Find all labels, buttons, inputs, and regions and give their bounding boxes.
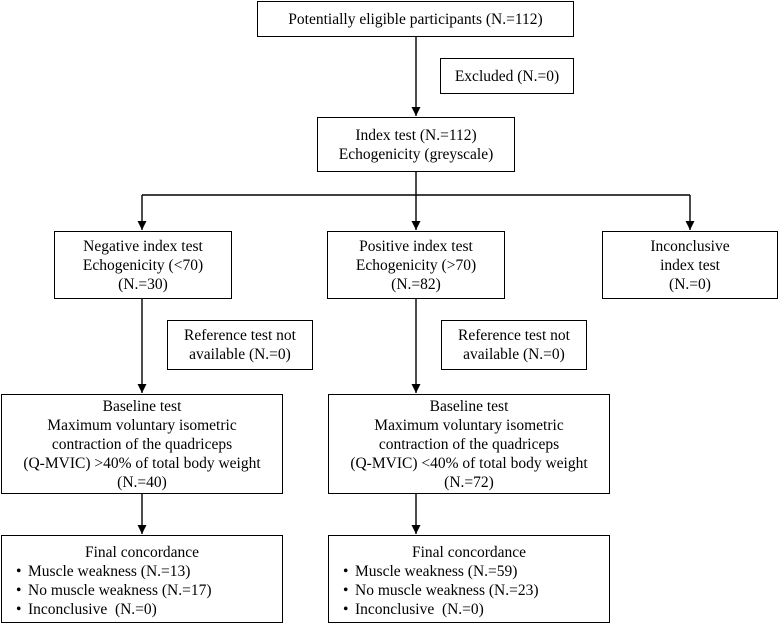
negative-index-box: Negative index test Echogenicity (<70) (… bbox=[54, 231, 232, 299]
baseline-left-line: Baseline test bbox=[102, 397, 182, 415]
baseline-right-line: contraction of the quadriceps bbox=[378, 435, 560, 453]
inconclusive-line: (N.=0) bbox=[669, 275, 711, 293]
inconclusive-line: index test bbox=[660, 256, 720, 274]
final-right-list: Muscle weakness (N.=59) No muscle weakne… bbox=[329, 562, 539, 619]
baseline-left-line: Maximum voluntary isometric bbox=[47, 416, 237, 434]
final-left-item: Inconclusive (N.=0) bbox=[18, 600, 212, 619]
baseline-right-line: (Q-MVIC) <40% of total body weight bbox=[350, 454, 588, 472]
negative-line: (N.=30) bbox=[118, 275, 168, 293]
final-concordance-right-box: Final concordance Muscle weakness (N.=59… bbox=[328, 535, 610, 623]
excluded-text: Excluded (N.=0) bbox=[454, 67, 560, 85]
baseline-left-line: (Q-MVIC) >40% of total body weight bbox=[23, 454, 261, 472]
positive-index-box: Positive index test Echogenicity (>70) (… bbox=[327, 231, 505, 299]
final-right-title: Final concordance bbox=[411, 544, 527, 561]
baseline-right-line: Baseline test bbox=[429, 397, 509, 415]
final-left-item: Muscle weakness (N.=13) bbox=[18, 562, 212, 581]
reference-right-box: Reference test not available (N.=0) bbox=[441, 320, 587, 370]
baseline-right-line: Maximum voluntary isometric bbox=[374, 416, 564, 434]
index-test-line: Index test (N.=112) bbox=[355, 126, 477, 144]
reference-left-line: Reference test not bbox=[184, 327, 296, 344]
positive-line: Echogenicity (>70) bbox=[355, 256, 477, 274]
excluded-box: Excluded (N.=0) bbox=[440, 58, 574, 94]
positive-line: (N.=82) bbox=[391, 275, 441, 293]
index-test-line: Echogenicity (greyscale) bbox=[338, 145, 494, 163]
positive-line: Positive index test bbox=[359, 237, 473, 255]
baseline-right-box: Baseline test Maximum voluntary isometri… bbox=[328, 394, 610, 494]
eligible-text: Potentially eligible participants (N.=11… bbox=[288, 10, 543, 28]
final-left-list: Muscle weakness (N.=13) No muscle weakne… bbox=[2, 562, 212, 619]
reference-right-line: Reference test not bbox=[458, 327, 570, 344]
index-test-box: Index test (N.=112) Echogenicity (greysc… bbox=[317, 117, 515, 172]
reference-left-box: Reference test not available (N.=0) bbox=[167, 320, 313, 370]
final-left-item: No muscle weakness (N.=17) bbox=[18, 581, 212, 600]
final-concordance-left-box: Final concordance Muscle weakness (N.=13… bbox=[1, 535, 283, 623]
negative-line: Echogenicity (<70) bbox=[82, 256, 204, 274]
reference-left-line: available (N.=0) bbox=[189, 346, 291, 363]
final-right-item: No muscle weakness (N.=23) bbox=[345, 581, 539, 600]
baseline-right-line: (N.=72) bbox=[444, 473, 494, 491]
final-left-title: Final concordance bbox=[84, 544, 200, 561]
baseline-left-box: Baseline test Maximum voluntary isometri… bbox=[1, 394, 283, 494]
inconclusive-index-box: Inconclusive index test (N.=0) bbox=[602, 231, 778, 299]
negative-line: Negative index test bbox=[83, 237, 203, 255]
final-right-item: Inconclusive (N.=0) bbox=[345, 600, 539, 619]
final-right-item: Muscle weakness (N.=59) bbox=[345, 562, 539, 581]
eligible-box: Potentially eligible participants (N.=11… bbox=[257, 1, 574, 37]
inconclusive-line: Inconclusive bbox=[650, 237, 730, 255]
baseline-left-line: (N.=40) bbox=[117, 473, 167, 491]
reference-right-line: available (N.=0) bbox=[463, 346, 565, 363]
baseline-left-line: contraction of the quadriceps bbox=[51, 435, 233, 453]
